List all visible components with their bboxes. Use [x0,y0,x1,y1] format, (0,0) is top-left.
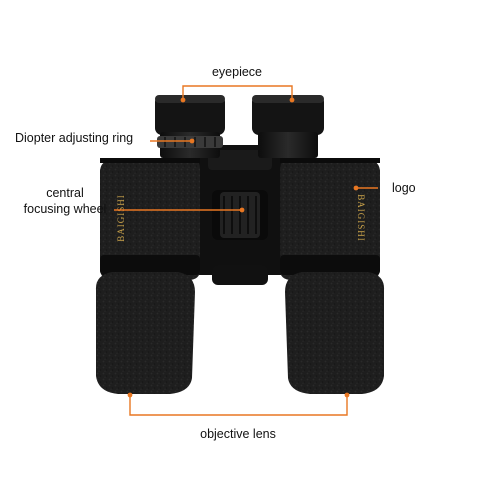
right-ring [280,255,380,275]
focusing-wheel [212,190,268,240]
left-eyepiece [155,95,225,158]
right-objective-barrel [285,272,385,394]
label-objective-lens: objective lens [200,427,276,441]
label-focusing-wheel: central focusing wheel [0,185,130,217]
leader-lines [114,85,378,416]
label-diopter-ring: Diopter adjusting ring [15,131,134,145]
brand-logo-right: BAIGISHI [356,194,366,242]
label-focusing-line1: central [46,186,84,200]
leader-dots [127,97,359,398]
brand-logo-left: BAIGISHI [116,194,126,242]
right-eyepiece [252,95,324,158]
left-objective-barrel [95,272,195,394]
left-prism-housing [100,158,200,280]
eyepiece-leader [182,85,293,100]
label-eyepiece: eyepiece [211,65,263,79]
objective-leader [129,395,348,416]
label-focusing-line2: focusing wheel [23,202,107,216]
left-ring [100,255,200,275]
label-logo: logo [392,181,416,195]
